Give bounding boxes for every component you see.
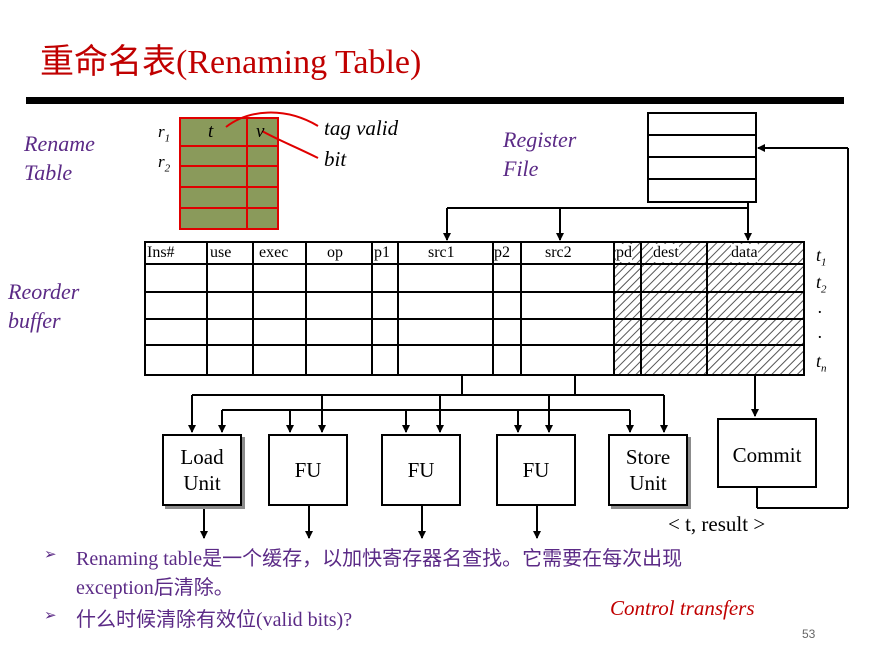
reorder-buffer-label-line1: Reorder [8,279,80,304]
tag-valid-pointers [225,111,319,159]
reorder-buffer-grid [144,241,805,376]
register-r2-base: r [158,152,165,171]
register-r2-subscript: 2 [164,162,171,175]
rob-tag-t2-base: t [816,272,822,292]
rename-table-label-line1: Rename [24,131,95,156]
rob-tag-t1-sub: 1 [821,256,827,269]
result-bus-label: < t, result > [668,512,766,536]
tag-valid-annotation: tag valid [324,116,399,140]
store-unit-box: Store Unit [608,434,688,506]
bit-annotation: bit [324,147,347,171]
slide-title: 重命名表(Renaming Table) [40,44,422,81]
rob-header-pd: pd [616,244,632,262]
rob-header-ins: Ins# [147,244,175,261]
register-r1-base: r [158,122,165,141]
result-buses [200,144,849,539]
register-file-label-line1: Register [503,127,577,152]
load-unit-box: Load Unit [162,434,242,506]
bullet-1-line2: exception后清除。 [76,577,234,599]
rob-header-exec: exec [259,244,289,261]
operand-buses [443,202,752,241]
register-r1-subscript: 1 [164,132,171,145]
rob-header-p2: p2 [494,244,510,261]
commit-box: Commit [717,418,817,488]
rob-tag-t2-sub: 2 [821,283,827,296]
register-file-label: Register File [503,125,576,183]
rename-col-valid: v [256,121,265,142]
register-r2-label: r2 [158,152,170,174]
bullet-2-line1: 什么时候清除有效位(valid bits)? [76,609,353,631]
rename-table-label: Rename Table [24,129,95,187]
rob-header-p1: p1 [374,244,390,261]
rob-header-data: data [731,244,758,262]
rob-tag-t1-base: t [816,245,822,265]
rob-tag-t1: t1 [816,245,827,269]
fu-box-1: FU [268,434,348,506]
register-r1-label: r1 [158,122,170,144]
rob-header-use: use [210,244,232,261]
reorder-buffer-label: Reorder buffer [8,277,79,335]
fu-box-2: FU [381,434,461,506]
register-file-label-line2: File [503,156,539,181]
rename-table-grid [179,117,279,230]
fu-box-3: FU [496,434,576,506]
rob-header-op: op [327,244,343,261]
rob-header-src1: src1 [428,244,455,261]
page-number: 53 [802,627,816,641]
reorder-buffer-label-line2: buffer [8,308,61,333]
rob-header-src2: src2 [545,244,572,261]
bullet-arrow-icon: ➢ [44,608,57,624]
rob-tag-t2: t2 [816,272,827,296]
rename-table-label-line2: Table [24,160,73,185]
rename-col-tag: t [208,121,214,142]
register-file-box [647,112,757,203]
rob-tag-tn-sub: n [821,362,827,375]
bullet-1-line1: Renaming table是一个缓存，以加快寄存器名查找。它需要在每次出现 [76,548,683,570]
rob-tag-dots1: . [818,297,823,317]
rob-tag-tn: tn [816,351,827,375]
bullet-arrow-icon: ➢ [44,547,57,563]
control-transfers-note: Control transfers [610,596,755,620]
rob-header-dest: dest [653,244,679,262]
rob-tag-tn-base: t [816,351,822,371]
title-divider [26,97,844,104]
rob-tag-dots2: . [818,322,823,342]
dispatch-buses [188,375,759,433]
